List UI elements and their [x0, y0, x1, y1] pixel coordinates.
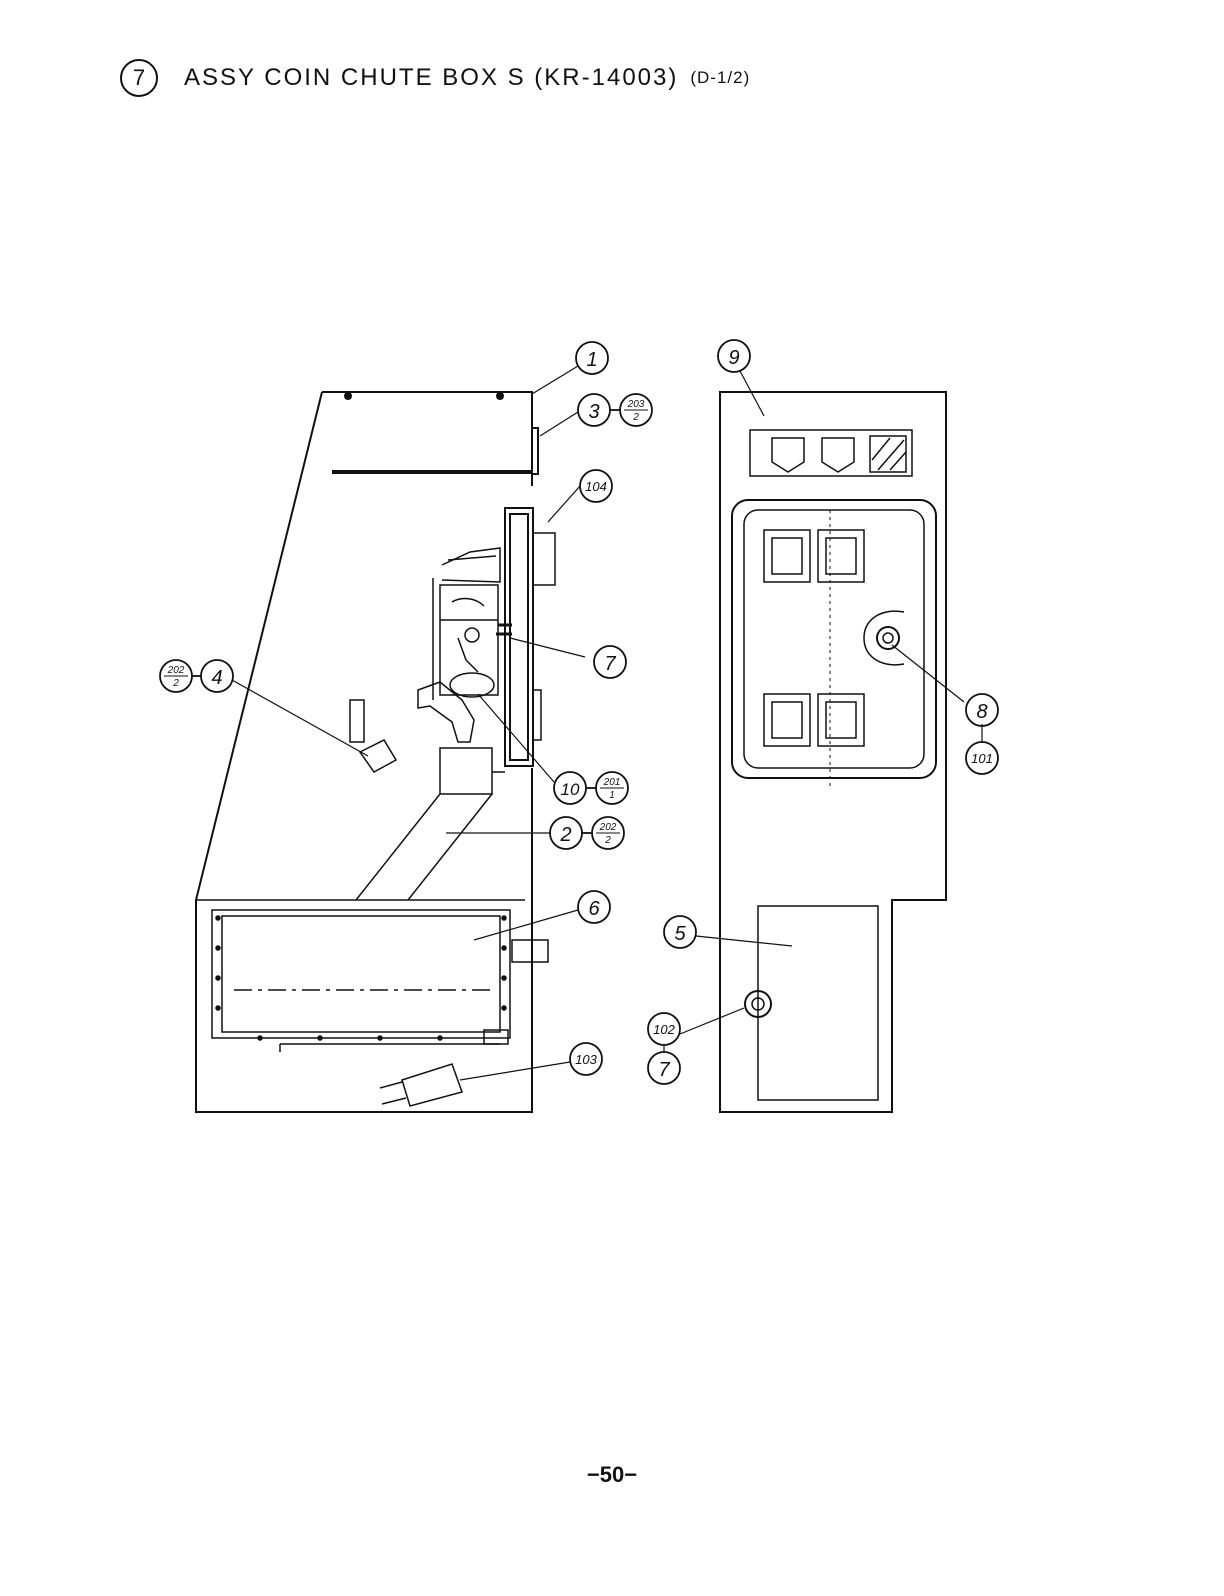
coin-label-plate — [750, 430, 912, 476]
callout-103-label: 103 — [575, 1052, 597, 1067]
top-bracket — [532, 428, 538, 474]
callout-104-label: 104 — [585, 479, 607, 494]
callout-202a-bottom: 2 — [172, 678, 179, 689]
chute-bracket — [350, 700, 396, 772]
coin-mechanism — [418, 548, 512, 742]
callout-2-label: 2 — [559, 824, 571, 846]
cash-box-lock — [380, 1064, 462, 1106]
callout-10-label: 10 — [561, 780, 580, 799]
callout-labels: 1 3 203 2 104 7 202 2 4 10 201 1 2 202 2… — [167, 347, 993, 1081]
coin-door-lock — [877, 627, 899, 649]
callout-5-label: 5 — [674, 923, 686, 945]
front-view — [720, 392, 946, 1112]
coin-door-front — [732, 500, 936, 790]
callout-202b-top: 202 — [599, 822, 617, 833]
callouts — [160, 340, 998, 1084]
callout-7b-label: 7 — [658, 1059, 670, 1081]
side-view — [196, 392, 555, 1112]
cash-box — [196, 900, 548, 1052]
callout-202b-bottom: 2 — [604, 835, 611, 846]
callout-101-label: 101 — [971, 751, 993, 766]
screw-top-left — [345, 393, 351, 399]
callout-3-label: 3 — [588, 401, 599, 423]
callout-4-label: 4 — [211, 667, 222, 689]
coin-door-panel — [505, 508, 555, 766]
callout-201-bottom: 1 — [609, 790, 615, 801]
screw-top-right — [497, 393, 503, 399]
cabinet-side-outline — [196, 392, 532, 1112]
callout-9-label: 9 — [728, 347, 739, 369]
callout-203-bottom: 2 — [632, 412, 639, 423]
callout-102-label: 102 — [653, 1022, 675, 1037]
coin-chute — [356, 748, 505, 900]
callout-201-top: 201 — [603, 777, 621, 788]
callout-202a-top: 202 — [167, 665, 185, 676]
callout-1-label: 1 — [586, 349, 597, 371]
cash-box-door — [745, 906, 892, 1112]
page-number: −50− — [0, 1462, 1224, 1488]
callout-7a-label: 7 — [604, 653, 616, 675]
callout-203-top: 203 — [627, 399, 645, 410]
callout-6-label: 6 — [588, 898, 600, 920]
callout-8-label: 8 — [976, 701, 987, 723]
